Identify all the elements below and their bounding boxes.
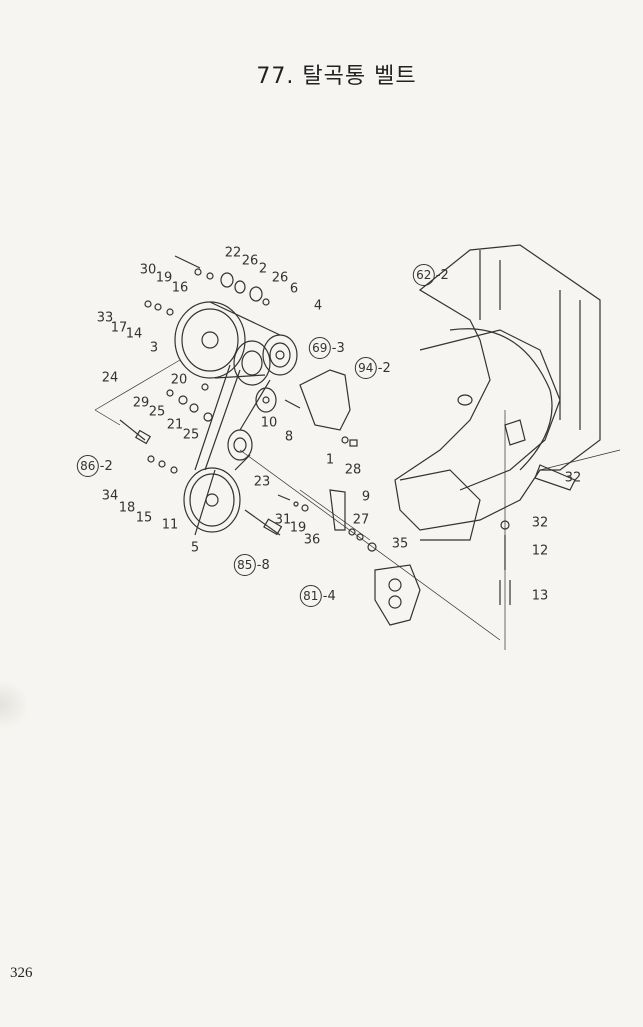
part-label: 26 <box>271 270 289 286</box>
part-label: 35 <box>391 536 409 552</box>
part-label: 2 <box>258 261 268 277</box>
part-label: 32 <box>564 470 582 486</box>
page-number: 326 <box>10 965 33 981</box>
part-label: 34 <box>101 488 119 504</box>
pulley-7 <box>227 429 253 461</box>
part-label: 11 <box>161 517 179 533</box>
part-label: 15 <box>135 510 153 526</box>
part-label: 21 <box>166 417 184 433</box>
part-label: 4 <box>313 298 323 314</box>
part-label: 32 <box>531 515 549 531</box>
part-label: 19 <box>289 520 307 536</box>
part-label: 18 <box>118 500 136 516</box>
pulley-mid <box>233 340 271 386</box>
part-label: 24 <box>101 370 119 386</box>
reference-label: 86-2 <box>76 455 113 477</box>
part-label: 6 <box>289 281 299 297</box>
part-label: 33 <box>96 310 114 326</box>
leader-lines <box>94 359 621 650</box>
part-label: 23 <box>253 474 271 490</box>
part-label: 14 <box>125 326 143 342</box>
part-label: 9 <box>361 489 371 505</box>
part-label: 29 <box>132 395 150 411</box>
small-parts <box>119 255 511 626</box>
part-label: 10 <box>260 415 278 431</box>
page-title: 77. 탈곡통 벨트 <box>256 64 417 89</box>
part-label: 8 <box>284 429 294 445</box>
part-label: 31 <box>274 512 292 528</box>
part-label: 22 <box>224 245 242 261</box>
reference-label: 85-8 <box>233 554 270 576</box>
thresher-housing <box>394 244 601 541</box>
part-label: 16 <box>171 280 189 296</box>
pulley-5 <box>183 467 241 533</box>
reference-label: 94-2 <box>354 357 391 379</box>
scan-stain <box>0 680 30 730</box>
reference-label: 69-3 <box>308 337 345 359</box>
part-label: 27 <box>352 512 370 528</box>
reference-label: 62-2 <box>412 264 449 286</box>
part-label: 26 <box>241 253 259 269</box>
part-label: 25 <box>182 427 200 443</box>
part-label: 5 <box>190 540 200 556</box>
part-label: 36 <box>303 532 321 548</box>
reference-label: 81-4 <box>299 585 336 607</box>
part-label: 20 <box>170 372 188 388</box>
part-label: 30 <box>139 262 157 278</box>
part-label: 28 <box>344 462 362 478</box>
part-label: 3 <box>149 340 159 356</box>
part-label: 19 <box>155 270 173 286</box>
pulley-4 <box>262 334 298 376</box>
part-label: 25 <box>148 404 166 420</box>
part-label: 1 <box>325 452 335 468</box>
pulley-10 <box>255 387 277 413</box>
part-label: 17 <box>110 320 128 336</box>
part-label: 12 <box>531 543 549 559</box>
part-label: 13 <box>531 588 549 604</box>
